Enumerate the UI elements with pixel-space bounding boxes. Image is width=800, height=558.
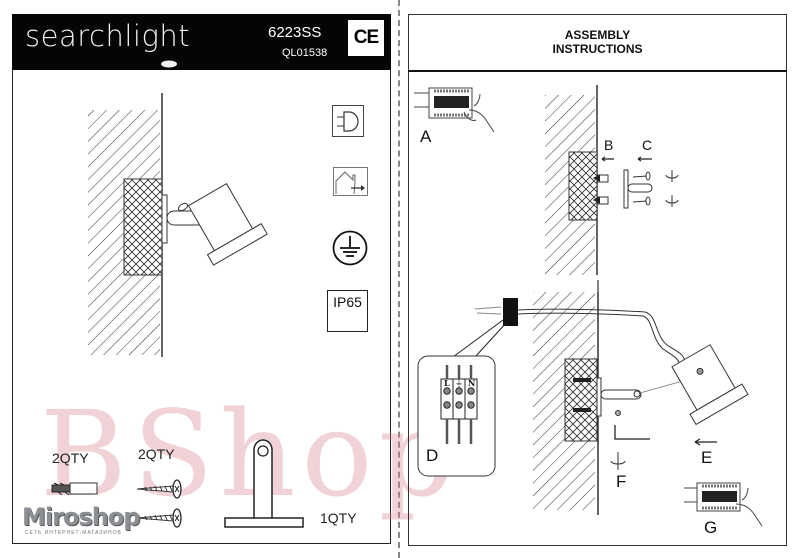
step-label-d: D xyxy=(426,446,439,465)
earth-ground-icon xyxy=(332,230,368,266)
ip-rating-badge: IP65 xyxy=(327,290,368,332)
model-number: 6223SS xyxy=(268,24,322,41)
screw-qty: 2QTY xyxy=(138,446,175,462)
product-code: QL01538 xyxy=(282,47,328,59)
step-label-e: E xyxy=(701,448,713,467)
indoor-outdoor-use-icon xyxy=(333,167,368,196)
screw-icon xyxy=(136,508,182,528)
step-label-a: A xyxy=(420,127,432,146)
bracket-mounting-illustration xyxy=(545,85,679,275)
assembly-instructions-title: ASSEMBLY INSTRUCTIONS xyxy=(408,28,787,56)
bracket-plate xyxy=(161,194,168,244)
wiring-fixing-illustration xyxy=(417,280,749,515)
step-label-b: B xyxy=(604,137,614,153)
miroshop-logo-subtext: СЕТЬ ИНТЕРНЕТ-МАГАЗИНОВ xyxy=(25,530,122,536)
terminal-block xyxy=(440,365,478,444)
circuit-breaker-off-illustration xyxy=(414,87,495,133)
product-mounted-illustration xyxy=(88,93,268,357)
circuit-breaker-on-illustration xyxy=(684,482,763,527)
wall-plug-icon xyxy=(51,482,98,496)
screw-icon xyxy=(136,479,182,499)
brand-logo-light-icon xyxy=(161,60,177,68)
mounting-bracket-icon xyxy=(224,439,304,528)
class-ii-plug-icon xyxy=(332,105,364,137)
miroshop-logo: Miroshop xyxy=(22,503,140,531)
step-label-c: C xyxy=(642,137,653,153)
terminal-label-live: L xyxy=(444,378,450,388)
terminal-label-earth: ⏚ xyxy=(455,379,463,388)
brand-logo-text: searchlight xyxy=(25,19,191,53)
right-page-header xyxy=(408,14,787,72)
wall-plug-qty: 2QTY xyxy=(52,450,89,466)
step-label-f: F xyxy=(616,472,627,491)
right-page-border xyxy=(408,14,787,546)
brand-header-bar xyxy=(12,14,391,70)
step-label-g: G xyxy=(704,518,718,537)
title-line-1: ASSEMBLY xyxy=(564,28,631,42)
page-fold-line xyxy=(398,0,400,558)
terminal-label-neutral: N xyxy=(468,378,476,388)
title-line-2: INSTRUCTIONS xyxy=(552,42,643,56)
bracket-qty: 1QTY xyxy=(320,510,357,526)
ce-mark: CE xyxy=(348,20,384,56)
